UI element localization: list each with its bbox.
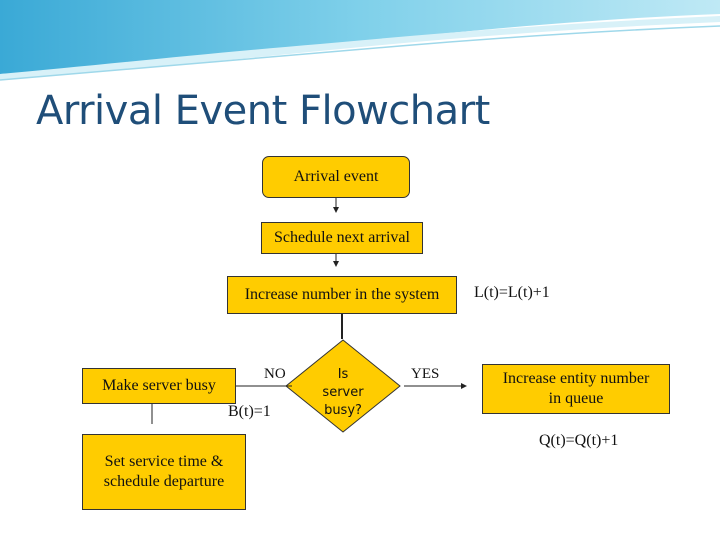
no-branch-label: NO xyxy=(264,366,286,382)
yes-branch-label: YES xyxy=(411,366,440,382)
make-server-busy-label: Make server busy xyxy=(102,377,216,394)
increase-number-label: Increase number in the system xyxy=(244,286,440,303)
decision-line-3: busy? xyxy=(324,403,362,419)
arrival-event-label: Arrival event xyxy=(293,168,379,185)
decision-line-1: Is xyxy=(337,367,349,382)
decision-diamond xyxy=(285,339,401,433)
header-wave-decoration xyxy=(0,0,720,81)
decision-text: Is server busy? xyxy=(310,366,376,421)
set-service-time-line-2: schedule departure xyxy=(103,473,225,490)
schedule-next-arrival-label: Schedule next arrival xyxy=(274,229,410,246)
increase-queue-box: Increase entity number in queue xyxy=(482,364,670,414)
increase-queue-line-1: Increase entity number xyxy=(502,370,650,387)
queue-update-label: Q(t)=Q(t)+1 xyxy=(539,432,619,449)
set-service-time-line-1: Set service time & xyxy=(104,453,224,470)
increase-number-box: Increase number in the system xyxy=(227,276,457,314)
length-update-label: L(t)=L(t)+1 xyxy=(474,284,550,301)
make-server-busy-box: Make server busy xyxy=(82,368,236,404)
arrival-event-box: Arrival event xyxy=(262,156,410,198)
busy-update-label: B(t)=1 xyxy=(228,403,271,420)
increase-queue-line-2: in queue xyxy=(548,390,604,407)
slide-title: Arrival Event Flowchart xyxy=(36,88,490,134)
set-service-time-box: Set service time & schedule departure xyxy=(82,434,246,510)
schedule-next-arrival-box: Schedule next arrival xyxy=(261,222,423,254)
decision-line-2: server xyxy=(322,385,364,401)
